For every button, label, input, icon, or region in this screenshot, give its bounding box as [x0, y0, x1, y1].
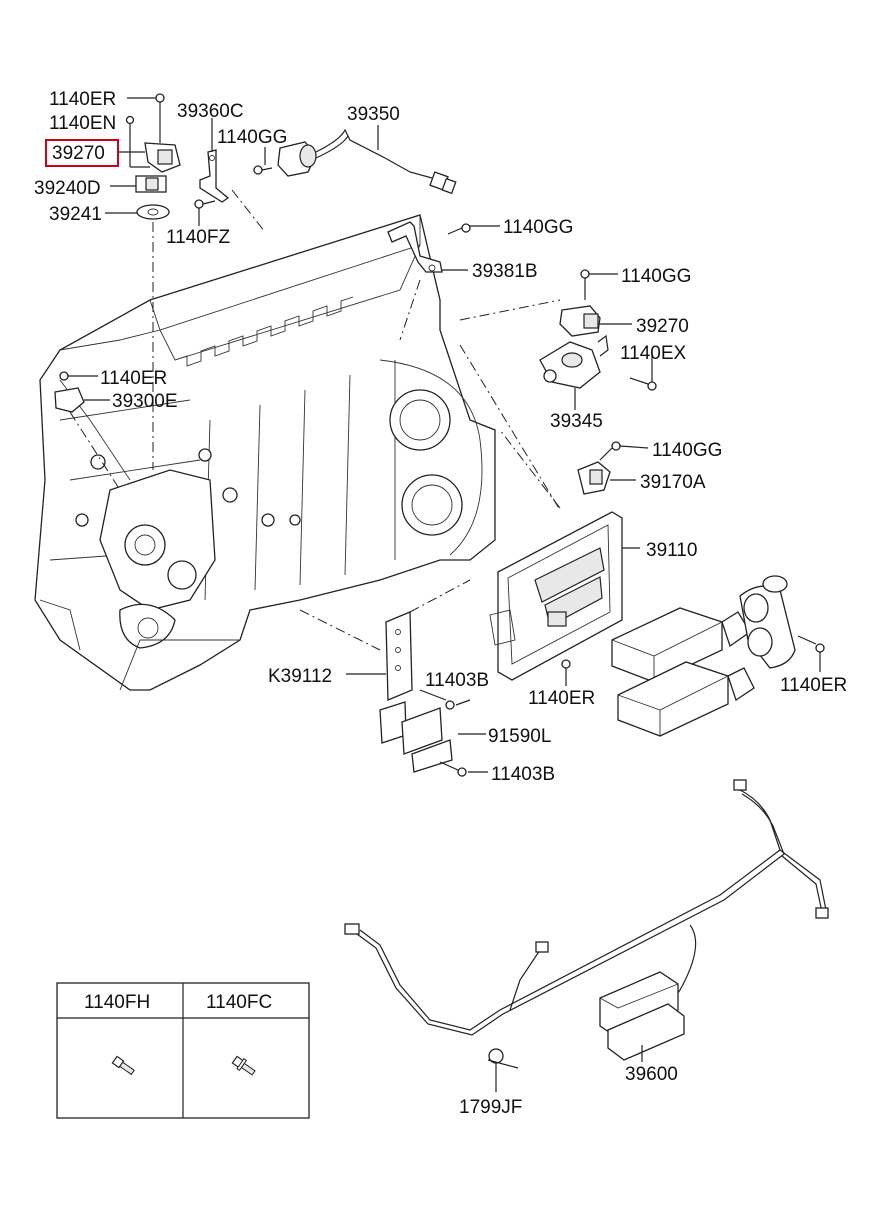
label-39345[interactable]: 39345	[550, 411, 603, 432]
label-1799jf[interactable]: 1799JF	[459, 1097, 522, 1118]
table-header-1140fh: 1140FH	[84, 992, 150, 1013]
label-1140er[interactable]: 1140ER	[780, 675, 847, 696]
label-39300e[interactable]: 39300E	[112, 391, 178, 412]
label-1140en[interactable]: 1140EN	[49, 113, 116, 134]
cam-sensor-right	[459, 269, 657, 410]
bolt-icon	[111, 1055, 135, 1076]
bracket-k39112	[299, 579, 488, 777]
label-39600[interactable]: 39600	[625, 1064, 678, 1085]
crank-sensor-39170a	[459, 344, 649, 511]
label-39241[interactable]: 39241	[49, 204, 102, 225]
label-1140er[interactable]: 1140ER	[49, 89, 116, 110]
label-91590l[interactable]: 91590L	[488, 726, 551, 747]
label-11403b[interactable]: 11403B	[425, 670, 489, 691]
label-39270[interactable]: 39270	[636, 316, 689, 337]
label-1140gg[interactable]: 1140GG	[621, 266, 691, 287]
label-1140gg[interactable]: 1140GG	[652, 440, 722, 461]
bracket-39360c	[194, 118, 266, 233]
part-labels: 1140ER 1140EN 39270 39240D 39241 39360C …	[34, 89, 847, 1118]
label-39350[interactable]: 39350	[347, 104, 400, 125]
table-header-1140fc: 1140FC	[206, 992, 272, 1013]
ecu-39110	[489, 429, 640, 686]
label-1140fz[interactable]: 1140FZ	[166, 227, 230, 248]
label-39170a[interactable]: 39170A	[640, 472, 706, 493]
sensor-39300e	[54, 371, 121, 491]
flange-bolt-icon	[231, 1055, 256, 1076]
harness-39600	[344, 779, 829, 1092]
label-1140ex[interactable]: 1140EX	[620, 343, 687, 364]
highlight-box	[45, 139, 119, 167]
label-1140gg[interactable]: 1140GG	[503, 217, 573, 238]
label-39270-highlighted[interactable]: 39270	[52, 143, 105, 164]
label-1140gg[interactable]: 1140GG	[217, 127, 287, 148]
label-k39112[interactable]: K39112	[268, 666, 332, 687]
label-11403b[interactable]: 11403B	[491, 764, 555, 785]
label-39381b[interactable]: 39381B	[472, 261, 538, 282]
ecu-ducts	[611, 575, 825, 737]
label-39110[interactable]: 39110	[646, 540, 697, 561]
label-1140er[interactable]: 1140ER	[100, 368, 167, 389]
bolt-table: 1140FH 1140FC	[56, 982, 310, 1119]
harness-39350	[253, 125, 457, 195]
engine-block	[34, 214, 496, 691]
label-1140er[interactable]: 1140ER	[528, 688, 595, 709]
cam-sensor-stack	[105, 93, 181, 470]
label-39240d[interactable]: 39240D	[34, 178, 101, 199]
label-39360c[interactable]: 39360C	[177, 101, 244, 122]
bracket-39381b	[387, 221, 500, 341]
